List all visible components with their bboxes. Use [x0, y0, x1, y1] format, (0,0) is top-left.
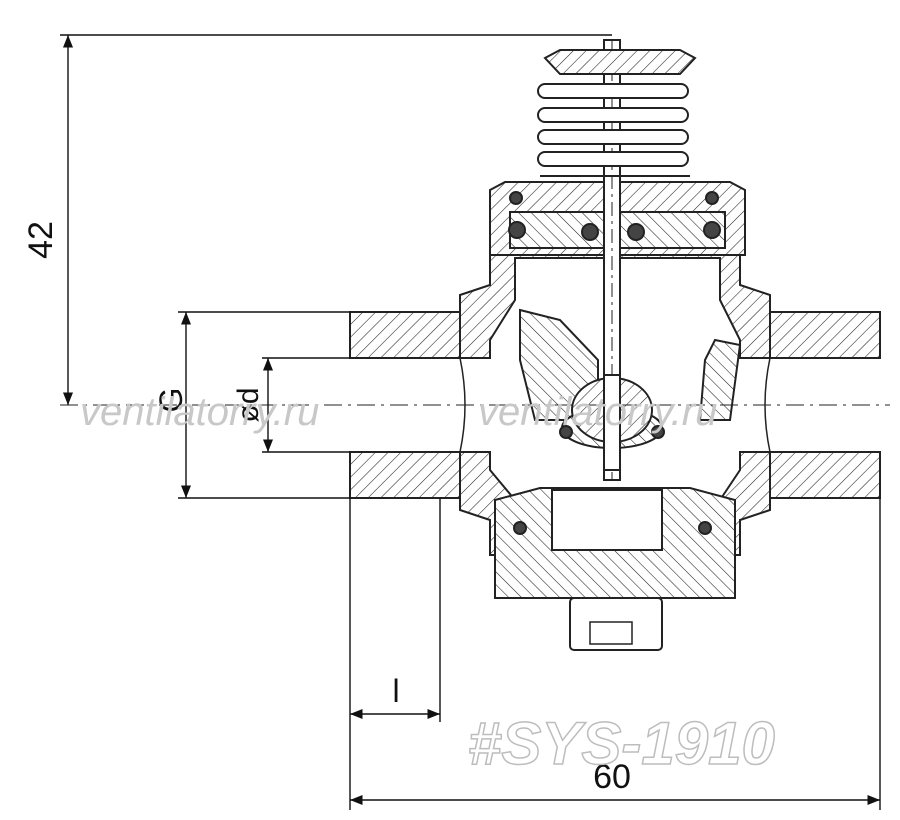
plug-cavity — [551, 489, 663, 551]
valve-disc — [513, 374, 712, 535]
thread-g-label: G — [153, 388, 189, 413]
spring-top-plate — [543, 49, 697, 75]
thread-length-label: l — [392, 673, 399, 709]
flow-partition-right — [698, 338, 742, 421]
body-length-label: 60 — [593, 758, 631, 796]
dimension-lines — [60, 34, 881, 810]
bottom-nut-slot — [589, 621, 633, 645]
right-port-lower-wall — [769, 451, 881, 499]
gland-o-rings — [508, 191, 721, 241]
valve-stem — [603, 39, 621, 481]
left-port-upper-wall — [349, 311, 461, 359]
height-dimension-label: 42 — [22, 221, 60, 259]
bore-diameter-label: ød — [232, 387, 265, 422]
watermark-right: ventilatorry.ru — [478, 390, 717, 434]
watermark-left: ventilatorry.ru — [80, 390, 319, 434]
dimension-labels: 42 G ød l 60 — [22, 221, 631, 796]
right-port-upper-wall — [769, 311, 881, 359]
left-port-lower-wall — [349, 451, 461, 499]
compression-spring — [537, 83, 690, 177]
article-code: #SYS-1910 — [468, 710, 775, 777]
